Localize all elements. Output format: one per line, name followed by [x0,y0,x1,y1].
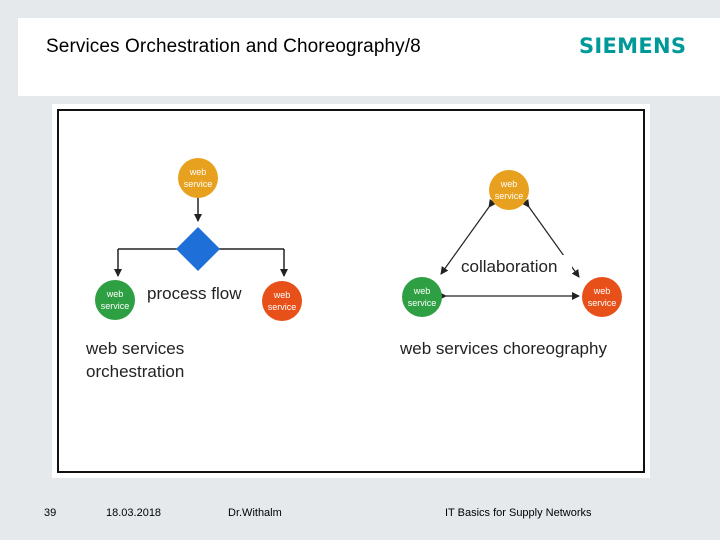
choreo-right-node-label-2: service [588,298,617,308]
orch-top-node-label-1: web [189,167,207,177]
decision-diamond [176,227,220,271]
choreo-edge-left [440,198,497,275]
footer-author: Dr.Withalm [228,507,282,519]
choreo-top-node-label-1: web [500,179,518,189]
collaboration-label: collaboration [461,257,557,276]
siemens-logo: SIEMENS [579,34,687,58]
process-flow-label: process flow [147,284,242,303]
collaboration-label-bg [458,255,572,277]
orch-top-node [178,158,218,198]
orch-left-node-label-2: service [101,301,130,311]
orch-left-node-label-1: web [106,289,124,299]
choreo-top-node [489,170,529,210]
choreo-left-node-label-2: service [408,298,437,308]
diagram-svg: web service web service web service proc… [57,109,645,473]
choreo-top-node-label-2: service [495,191,524,201]
choreo-right-node-label-1: web [593,286,611,296]
choreo-left-node-label-1: web [413,286,431,296]
orch-top-node-label-2: service [184,179,213,189]
page-number: 39 [44,507,57,519]
slide-header: Services Orchestration and Choreography/… [18,18,720,96]
orch-right-node-label-2: service [268,302,297,312]
diagram-border [57,109,645,473]
choreo-left-node [402,277,442,317]
choreography-caption: web services choreography [399,339,607,358]
footer-course: IT Basics for Supply Networks [445,507,592,519]
orchestration-caption-line1: web services [85,339,184,358]
orch-right-node [262,281,302,321]
footer-date: 18.03.2018 [106,507,162,519]
slide-title: Services Orchestration and Choreography/… [46,36,421,57]
choreo-right-node [582,277,622,317]
orch-right-node-label-1: web [273,290,291,300]
orch-left-node [95,280,135,320]
orchestration-caption-line2: orchestration [86,362,184,381]
figure-frame: web service web service web service proc… [52,104,650,478]
